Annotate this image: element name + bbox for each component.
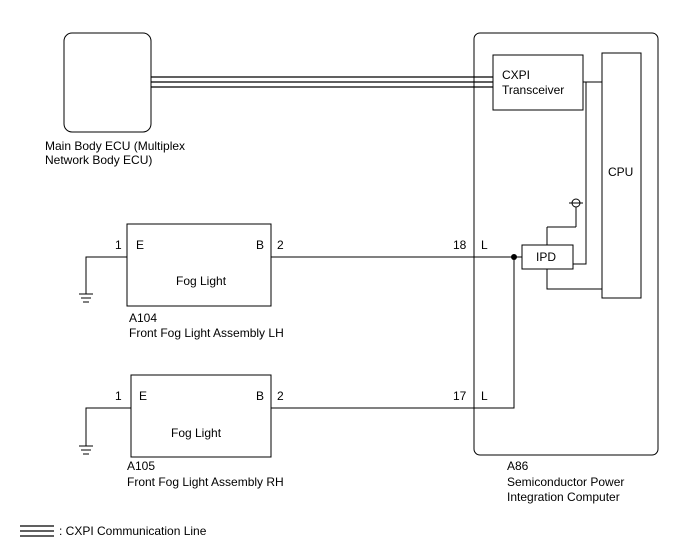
power-supply-icon (546, 198, 583, 245)
cpu-label: CPU (608, 165, 633, 179)
fog-lh-pin-b-num: 2 (277, 238, 284, 252)
cxpi-transceiver-label-line2: Transceiver (502, 83, 564, 97)
main-body-ecu-label-line1: Main Body ECU (Multiplex (45, 139, 185, 153)
fog-rh-body-label: Fog Light (171, 426, 222, 440)
main-body-ecu-label-line2: Network Body ECU) (45, 153, 152, 167)
fog-rh-pin-e-num: 1 (115, 389, 122, 403)
cxpi-communication-line (151, 76, 493, 88)
fog-rh-ecu-pin: 17 (453, 389, 467, 403)
computer-label-line2: Integration Computer (507, 490, 620, 504)
fog-rh-pin-e-label: E (139, 389, 147, 403)
fog-rh-name: Front Fog Light Assembly RH (127, 475, 284, 489)
ipd-cpu-wires (546, 82, 602, 290)
fog-lh-pin-e-num: 1 (115, 238, 122, 252)
legend-cxpi-line-symbol (20, 525, 54, 537)
ground-icon (79, 256, 127, 303)
fog-lh-body-label: Fog Light (176, 274, 227, 288)
fog-rh-code: A105 (127, 459, 155, 473)
fog-lh-name: Front Fog Light Assembly LH (129, 326, 284, 340)
fog-lh-ecu-pin: 18 (453, 238, 467, 252)
fog-lh-wire-color: L (481, 238, 488, 252)
cxpi-transceiver-label-line1: CXPI (502, 68, 530, 82)
computer-box (473, 32, 659, 456)
cxpi-transceiver-box (492, 54, 584, 111)
fog-lh-pin-e-label: E (136, 238, 144, 252)
fog-light-rh-box (130, 374, 272, 458)
computer-label-line1: Semiconductor Power (507, 475, 624, 489)
fog-light-lh-box (126, 223, 272, 307)
main-body-ecu-box (63, 32, 152, 133)
fog-lh-pin-b-label: B (256, 238, 264, 252)
legend-text: : CXPI Communication Line (59, 524, 207, 538)
fog-rh-pin-b-label: B (256, 389, 264, 403)
fog-rh-pin-b-num: 2 (277, 389, 284, 403)
ipd-label: IPD (536, 250, 556, 264)
cpu-box (601, 52, 642, 299)
computer-code: A86 (507, 459, 529, 473)
ground-icon (79, 407, 131, 455)
fog-lh-code: A104 (129, 311, 157, 325)
fog-rh-wire (271, 257, 515, 409)
fog-rh-wire-color: L (481, 389, 488, 403)
